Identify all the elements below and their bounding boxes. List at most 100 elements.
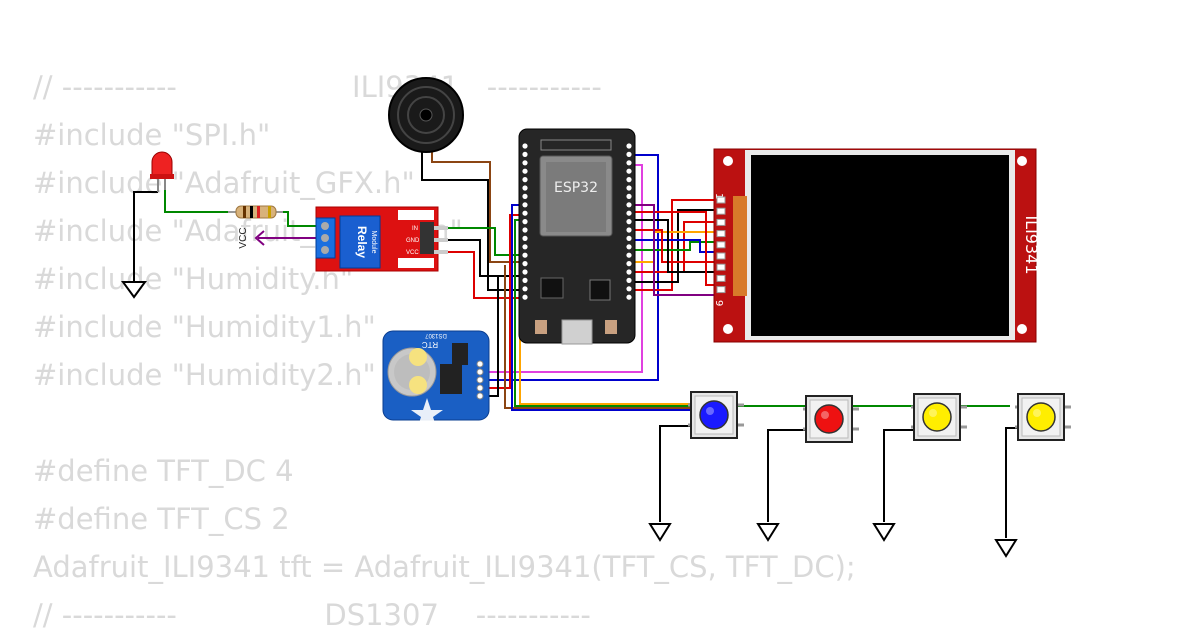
esp32-pin[interactable] xyxy=(522,143,528,149)
esp32-pin[interactable] xyxy=(626,143,632,149)
buzzer[interactable] xyxy=(388,77,464,153)
esp32-pin[interactable] xyxy=(626,202,632,208)
button-red[interactable] xyxy=(803,395,859,443)
code-line: #include "SPI.h" xyxy=(33,118,271,152)
wire-rtc-sda[interactable] xyxy=(484,154,659,381)
esp32-pin[interactable] xyxy=(626,177,632,183)
esp32-pin[interactable] xyxy=(522,227,528,233)
esp32-pin[interactable] xyxy=(626,168,632,174)
display-pin-last: 9 xyxy=(713,300,724,306)
esp32-pin[interactable] xyxy=(626,269,632,275)
display-pin-first: 1 xyxy=(713,193,724,199)
code-line: #include "Humidity.h" xyxy=(33,262,354,296)
esp32-board[interactable]: ESP32 xyxy=(518,128,636,345)
red-led[interactable] xyxy=(150,151,174,192)
display-pin[interactable] xyxy=(716,274,726,282)
resistor[interactable] xyxy=(228,205,283,219)
vcc-label: VCC xyxy=(238,227,249,248)
esp32-pin[interactable] xyxy=(626,160,632,166)
esp32-pin[interactable] xyxy=(522,168,528,174)
code-line: #include "Humidity2.h" xyxy=(33,358,376,392)
rtc-pin-scl[interactable] xyxy=(476,368,484,376)
display-pin[interactable] xyxy=(716,286,726,294)
wire-gnd-btn2[interactable] xyxy=(767,429,805,522)
esp32-pin[interactable] xyxy=(626,235,632,241)
button-yellow-2[interactable] xyxy=(1015,393,1071,441)
wire-tft-3[interactable] xyxy=(630,221,720,273)
esp32-pin[interactable] xyxy=(522,185,528,191)
wire-gnd-btn4[interactable] xyxy=(1005,427,1020,538)
esp32-pin[interactable] xyxy=(626,252,632,258)
wire-tft-6[interactable] xyxy=(630,239,720,253)
display-pin[interactable] xyxy=(716,252,726,260)
rtc-pins xyxy=(476,360,484,400)
display-pin[interactable] xyxy=(716,230,726,238)
wire-relay-vcc[interactable] xyxy=(440,251,525,299)
button-blue[interactable] xyxy=(688,391,744,439)
wire-tft-1[interactable] xyxy=(630,199,720,291)
rtc-ds1307[interactable]: DS1307 RTC xyxy=(382,330,490,429)
esp32-pin[interactable] xyxy=(522,177,528,183)
esp32-pins-left xyxy=(522,143,528,300)
button-yellow-1[interactable] xyxy=(911,393,967,441)
esp32-pin[interactable] xyxy=(626,210,632,216)
esp32-pin[interactable] xyxy=(522,193,528,199)
esp32-pin[interactable] xyxy=(626,294,632,300)
wire-tft-purple[interactable] xyxy=(630,204,720,296)
ground-icon xyxy=(121,281,147,299)
esp32-pin[interactable] xyxy=(522,269,528,275)
wire-relay-gnd[interactable] xyxy=(440,239,525,277)
wire-tft-8[interactable] xyxy=(630,219,720,273)
esp32-pin[interactable] xyxy=(626,261,632,267)
esp32-pin[interactable] xyxy=(522,219,528,225)
esp32-pin[interactable] xyxy=(522,210,528,216)
esp32-pins-right xyxy=(626,143,632,300)
esp32-pin[interactable] xyxy=(522,151,528,157)
wire-gnd-btn1[interactable] xyxy=(659,425,695,522)
display-pin[interactable] xyxy=(716,241,726,249)
esp32-pin[interactable] xyxy=(522,277,528,283)
rtc-pin-sqw[interactable] xyxy=(476,360,484,368)
ili9341-display[interactable]: ILI9341 1 9 xyxy=(713,148,1041,343)
wire-led-resistor[interactable] xyxy=(164,190,233,213)
wire-gnd-btn3[interactable] xyxy=(883,429,915,522)
esp32-pin[interactable] xyxy=(626,193,632,199)
esp32-pin[interactable] xyxy=(626,244,632,250)
wire-button-bus-brown[interactable] xyxy=(504,265,695,409)
esp32-pin[interactable] xyxy=(626,227,632,233)
code-line: // ----------- DS1307 ----------- xyxy=(33,598,591,632)
rtc-pin-5v[interactable] xyxy=(476,384,484,392)
relay-pin-in: IN xyxy=(412,226,418,232)
wire-tft-7[interactable] xyxy=(630,229,720,263)
display-pin[interactable] xyxy=(716,207,726,215)
esp32-pin[interactable] xyxy=(522,294,528,300)
wire-buzzer-brown[interactable] xyxy=(431,150,525,263)
esp32-pin[interactable] xyxy=(522,252,528,258)
code-line: #define TFT_CS 2 xyxy=(33,502,290,536)
wire-tft-9[interactable] xyxy=(630,211,720,286)
esp32-pin[interactable] xyxy=(626,185,632,191)
wire-rtc-scl[interactable] xyxy=(484,164,643,373)
esp32-pin[interactable] xyxy=(522,261,528,267)
ground-symbols xyxy=(121,281,1018,558)
esp32-pin[interactable] xyxy=(522,244,528,250)
display-pin[interactable] xyxy=(716,196,726,204)
wire-led-gnd[interactable] xyxy=(133,191,158,282)
rtc-pin-gnd[interactable] xyxy=(476,392,484,400)
display-pin[interactable] xyxy=(716,263,726,271)
esp32-pin[interactable] xyxy=(626,219,632,225)
esp32-pin[interactable] xyxy=(626,151,632,157)
ground-icon xyxy=(994,539,1018,558)
wire-buzzer-black[interactable] xyxy=(421,150,525,291)
wire-resistor-relay[interactable] xyxy=(278,211,316,227)
rtc-pin-sda[interactable] xyxy=(476,376,484,384)
esp32-pin[interactable] xyxy=(522,235,528,241)
esp32-pin[interactable] xyxy=(522,202,528,208)
esp32-pin[interactable] xyxy=(626,277,632,283)
relay-module[interactable]: Relay Module IN GND VCC xyxy=(315,206,448,272)
esp32-pin[interactable] xyxy=(522,160,528,166)
esp32-pin[interactable] xyxy=(522,286,528,292)
display-pin[interactable] xyxy=(716,218,726,226)
esp32-pin[interactable] xyxy=(626,286,632,292)
